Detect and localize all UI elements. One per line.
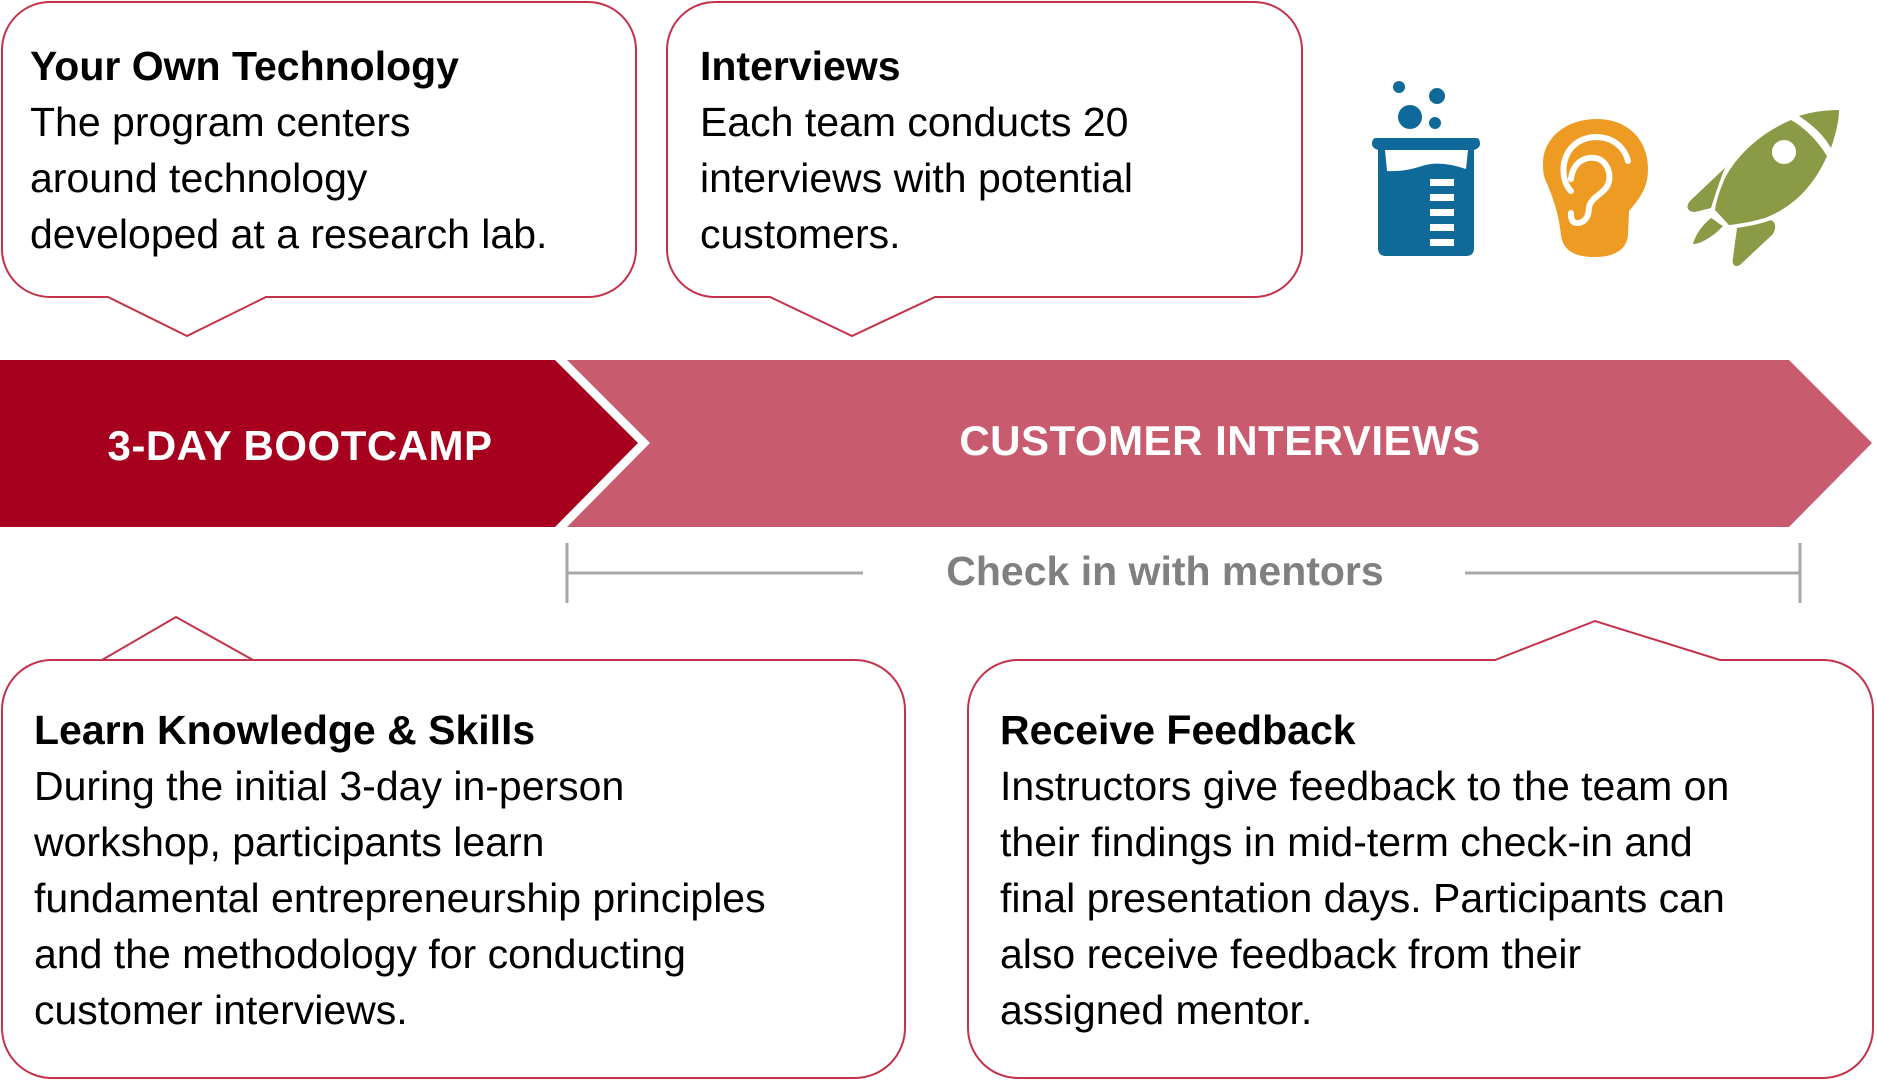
phase-customer-interviews-arrow: [567, 360, 1872, 527]
phase-bootcamp-chevron: [0, 360, 638, 527]
callout-line: interviews with potential: [700, 155, 1133, 201]
callout-line: workshop, participants learn: [34, 819, 545, 865]
callout-box-feedback: [967, 619, 1874, 1079]
phase-bootcamp-label: 3-DAY BOOTCAMP: [107, 422, 493, 469]
callout-line: The program centers: [30, 99, 411, 145]
callout-line: also receive feedback from their: [1000, 931, 1582, 977]
callout-line: assigned mentor.: [1000, 987, 1313, 1033]
callout-title: Learn Knowledge & Skills: [34, 707, 536, 753]
callout-line: final presentation days. Participants ca…: [1000, 875, 1725, 921]
callout-line: their findings in mid-term check-in and: [1000, 819, 1693, 865]
mentor-bracket-label: Check in with mentors: [946, 548, 1384, 594]
callout-line: around technology: [30, 155, 368, 201]
callout-title: Interviews: [700, 43, 901, 89]
callout-line: customer interviews.: [34, 987, 408, 1033]
callout-line: Each team conducts 20: [700, 99, 1129, 145]
callout-learn: Learn Knowledge & Skills During the init…: [34, 702, 766, 1038]
callout-title: Receive Feedback: [1000, 707, 1356, 753]
callout-line: During the initial 3-day in-person: [34, 763, 625, 809]
callout-feedback: Receive Feedback Instructors give feedba…: [1000, 702, 1729, 1038]
mentor-bracket: [565, 543, 1802, 603]
callout-line: fundamental entrepreneurship principles: [34, 875, 766, 921]
callout-line: Instructors give feedback to the team on: [1000, 763, 1730, 809]
phase-customer-interviews-label: CUSTOMER INTERVIEWS: [959, 417, 1481, 464]
callout-title: Your Own Technology: [30, 43, 459, 89]
callout-technology: Your Own Technology The program centers …: [30, 38, 547, 262]
beaker-icon: [1372, 81, 1480, 256]
callout-box-technology: [1, 0, 637, 338]
callout-box-interviews: [666, 0, 1303, 338]
callout-line: and the methodology for conducting: [34, 931, 686, 977]
callout-line: developed at a research lab.: [30, 211, 548, 257]
ear-icon: [1543, 119, 1648, 257]
callout-box-learn: [0, 615, 906, 1079]
callout-line: customers.: [700, 211, 901, 257]
callout-interviews: Interviews Each team conducts 20 intervi…: [700, 38, 1133, 262]
rocket-icon: [1687, 110, 1839, 266]
